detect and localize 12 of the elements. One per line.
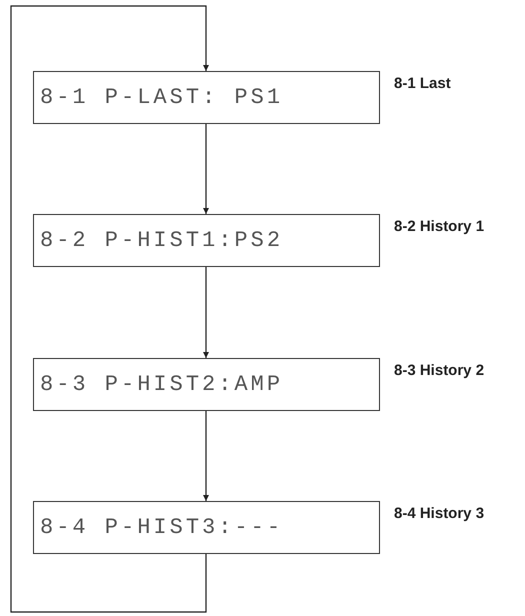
- arrow: [203, 124, 209, 214]
- display-text: 8-4 P-HIST3:---: [40, 514, 284, 542]
- menu-label: 8-1 Last: [394, 74, 451, 94]
- display-text: 8-1 P-LAST: PS1: [40, 84, 284, 112]
- display-text: 8-3 P-HIST2:AMP: [40, 371, 284, 399]
- arrow: [203, 411, 209, 501]
- display-text: 8-2 P-HIST1:PS2: [40, 227, 284, 255]
- menu-label: 8-3 History 2: [394, 361, 484, 381]
- menu-label: 8-4 History 3: [394, 504, 484, 524]
- arrow: [10, 5, 209, 613]
- arrow: [203, 267, 209, 358]
- menu-label: 8-2 History 1: [394, 217, 484, 237]
